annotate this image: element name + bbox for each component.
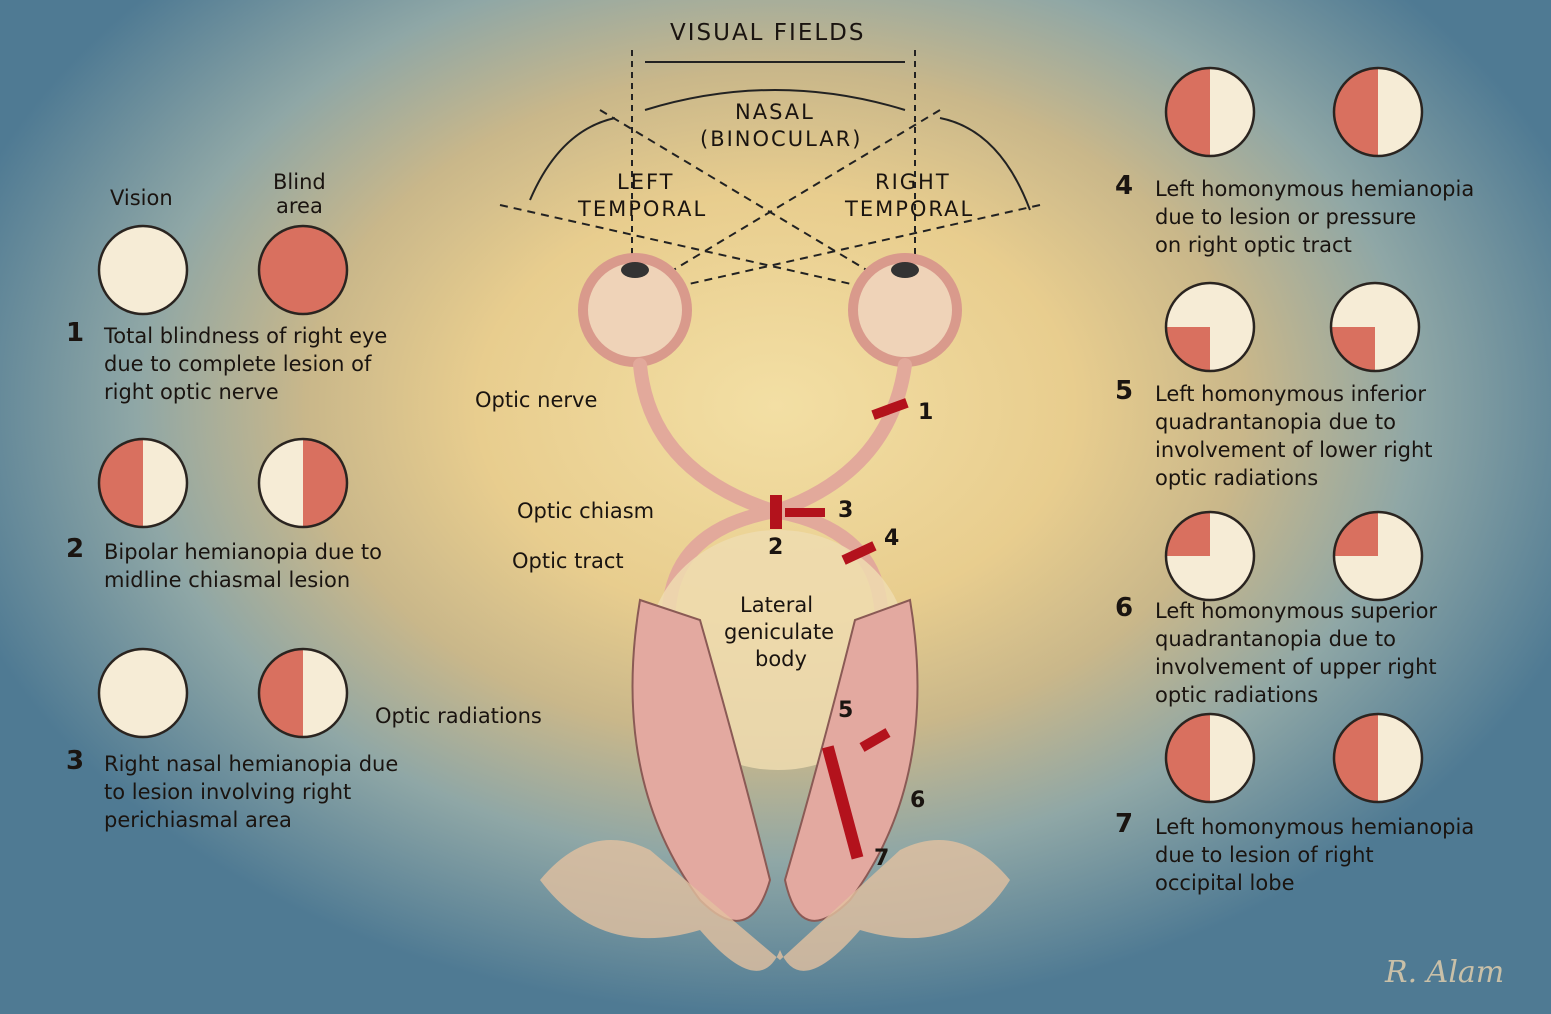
right-eye (848, 253, 962, 367)
blind-area (99, 439, 143, 527)
blind-area (1166, 327, 1210, 371)
lesion-number: 5 (838, 698, 854, 723)
left-eye-field (1164, 712, 1256, 804)
lesion-marks (770, 398, 909, 860)
case-number: 1 (66, 318, 85, 348)
signature: R. Alam (1385, 955, 1505, 990)
legend-area: area (276, 194, 323, 218)
left-temporal-label: TEMPORAL (578, 197, 708, 221)
right-eye-field (257, 224, 349, 316)
case-number: 2 (66, 534, 85, 564)
optic-radiations (540, 598, 1010, 971)
left-eye-field (1164, 281, 1256, 373)
case-description: Bipolar hemianopia due to (104, 540, 383, 564)
blind-area (1331, 327, 1375, 371)
blind-area (1334, 512, 1378, 556)
case-description: Left homonymous hemianopia (1155, 177, 1475, 201)
right-temporal-label: TEMPORAL (845, 197, 975, 221)
label-lgb-3: body (755, 647, 807, 671)
label-lgb-1: Lateral (740, 593, 814, 617)
case-description: to lesion involving right (104, 780, 352, 804)
right-eye-field (257, 437, 349, 529)
blind-area (1334, 714, 1378, 802)
blind-area (1166, 512, 1210, 556)
case-description: due to lesion or pressure (1155, 205, 1417, 229)
case-number: 3 (66, 746, 85, 776)
case-description: on right optic tract (1155, 233, 1352, 257)
case-description: Left homonymous superior (1155, 599, 1438, 623)
binocular-label: (BINOCULAR) (700, 127, 863, 151)
case-number: 6 (1115, 593, 1134, 623)
case-description: right optic nerve (104, 380, 279, 404)
blind-area (259, 649, 303, 737)
right-eye-field (1332, 510, 1424, 602)
label-lgb-2: geniculate (724, 620, 835, 644)
left-eye-field (97, 647, 189, 739)
case-description: Right nasal hemianopia due (104, 752, 399, 776)
case-description: due to complete lesion of (104, 352, 372, 376)
legend-blind: Blind (273, 170, 326, 194)
right-eye-field (257, 647, 349, 739)
lesion-number: 4 (884, 526, 900, 551)
case-description: Left homonymous hemianopia (1155, 815, 1475, 839)
left-eye-field (97, 437, 189, 529)
lesion-number: 1 (918, 400, 934, 425)
blind-area (303, 439, 347, 527)
case-description: perichiasmal area (104, 808, 292, 832)
right-label: RIGHT (875, 170, 951, 194)
label-optic-radiations: Optic radiations (375, 704, 542, 728)
case-description: Left homonymous inferior (1155, 382, 1427, 406)
label-optic-nerve: Optic nerve (475, 388, 598, 412)
right-eye-field (1332, 712, 1424, 804)
lesion-number: 2 (768, 535, 784, 560)
case-description: occipital lobe (1155, 871, 1295, 895)
blind-area (1334, 68, 1378, 156)
case-description: Total blindness of right eye (104, 324, 388, 348)
left-eye-field (1164, 66, 1256, 158)
case-description: involvement of upper right (1155, 655, 1437, 679)
left-eye-field (97, 224, 189, 316)
legend-vision: Vision (110, 186, 173, 210)
case-number: 5 (1115, 376, 1134, 406)
lesion-number: 3 (838, 498, 854, 523)
right-eye-field (1329, 281, 1421, 373)
case-description: involvement of lower right (1155, 438, 1433, 462)
label-optic-tract: Optic tract (512, 549, 624, 573)
case-description: optic radiations (1155, 466, 1319, 490)
case-description: quadrantanopia due to (1155, 410, 1396, 434)
left-eye-field (1164, 510, 1256, 602)
right-eye-field (1332, 66, 1424, 158)
blind-area (1166, 714, 1210, 802)
case-number: 7 (1115, 809, 1134, 839)
case-description: optic radiations (1155, 683, 1319, 707)
case-number: 4 (1115, 171, 1134, 201)
nasal-label: NASAL (735, 100, 815, 124)
case-description: due to lesion of right (1155, 843, 1374, 867)
lesion-number: 6 (910, 788, 926, 813)
blind-area (1166, 68, 1210, 156)
case-description: quadrantanopia due to (1155, 627, 1396, 651)
label-optic-chiasm: Optic chiasm (517, 499, 655, 523)
title: VISUAL FIELDS (670, 20, 866, 46)
case-description: midline chiasmal lesion (104, 568, 351, 592)
lesion-number: 7 (874, 846, 890, 871)
left-label: LEFT (617, 170, 675, 194)
left-eye (578, 253, 692, 367)
